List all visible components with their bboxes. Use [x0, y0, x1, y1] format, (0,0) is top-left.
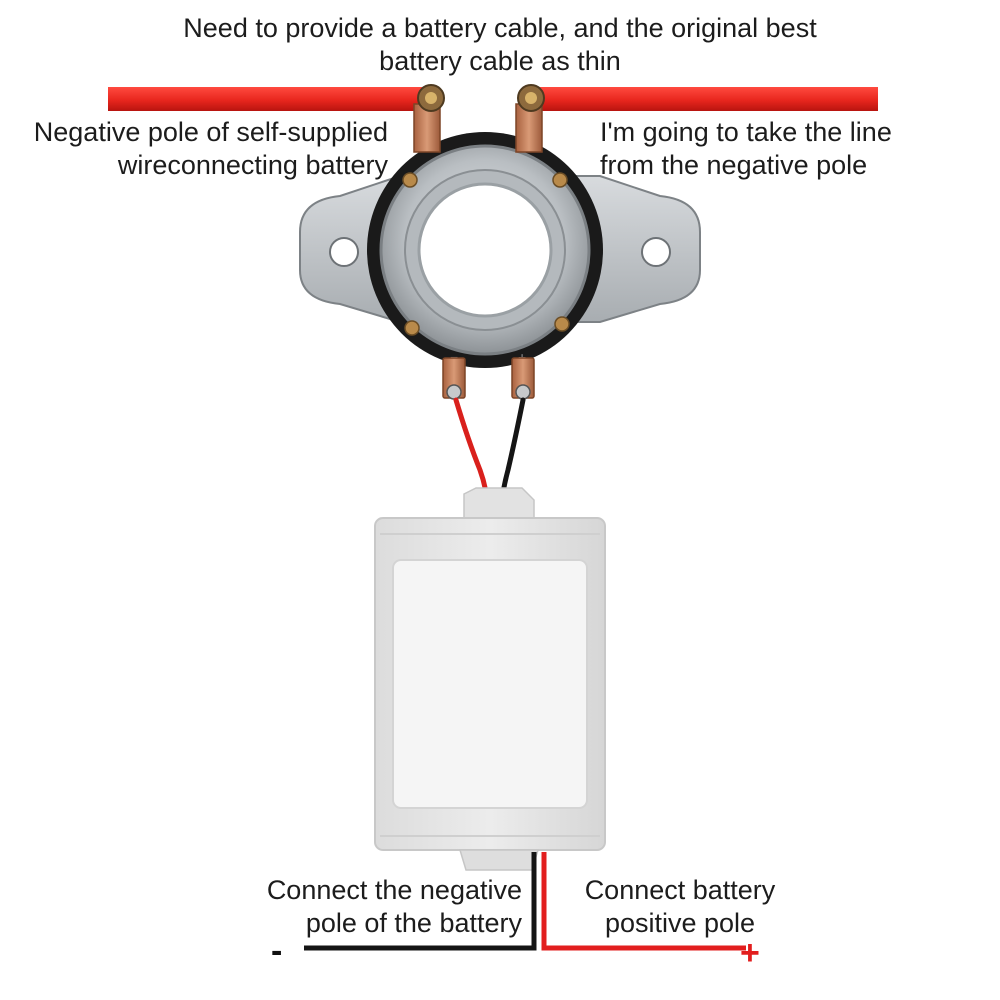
left-caption: Negative pole of self-supplied wireconne…: [10, 116, 388, 182]
right-caption: I'm going to take the line from the nega…: [600, 116, 990, 182]
housing-screw: [402, 172, 570, 336]
relay-positive-mark: +: [518, 349, 526, 365]
negative-pole-caption: Connect the negative pole of the battery: [230, 874, 522, 940]
left-caption-line-2: wireconnecting battery: [117, 150, 388, 180]
top-caption-line-1: Need to provide a battery cable, and the…: [183, 13, 817, 43]
negative-pole-caption-line-2: pole of the battery: [305, 908, 522, 938]
control-terminal-positive: [511, 357, 535, 400]
positive-pole-caption: Connect battery positive pole: [560, 874, 800, 940]
top-caption: Need to provide a battery cable, and the…: [100, 12, 900, 78]
relay-terminal-right: [515, 84, 545, 153]
relay-terminal-left: [413, 84, 445, 153]
battery-cable-left: [108, 87, 426, 111]
control-module: [374, 487, 606, 871]
right-caption-line-2: from the negative pole: [600, 150, 868, 180]
negative-pole-caption-line-1: Connect the negative: [266, 875, 522, 905]
negative-sign-icon: -: [271, 932, 283, 970]
left-caption-line-1: Negative pole of self-supplied: [33, 117, 388, 147]
control-terminal-negative: [442, 357, 466, 400]
black-output-wire: [304, 852, 537, 951]
red-output-wire: [541, 852, 746, 951]
top-caption-line-2: battery cable as thin: [379, 46, 621, 76]
relay-housing: [379, 144, 591, 356]
right-caption-line-1: I'm going to take the line: [600, 117, 892, 147]
positive-sign-icon: +: [740, 934, 760, 972]
positive-pole-caption-line-1: Connect battery: [584, 875, 776, 905]
battery-cable-right: [530, 87, 878, 111]
positive-pole-caption-line-2: positive pole: [604, 908, 756, 938]
relay-negative-mark: −: [450, 349, 458, 365]
